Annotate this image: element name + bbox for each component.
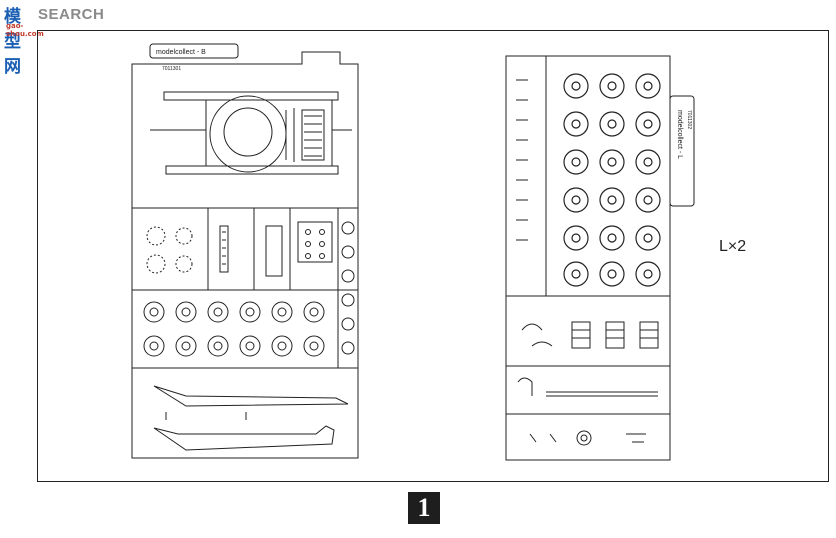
sprue-l-code: 7011302 xyxy=(686,110,692,129)
sprue-b-code: 7011301 xyxy=(162,66,181,72)
idler-wheels xyxy=(563,73,661,287)
logo-glyphs: 模型网 xyxy=(4,7,22,77)
step-number-badge: 1 xyxy=(408,492,440,524)
sprue-l-brand: modelcollect - L xyxy=(676,110,683,159)
instruction-frame xyxy=(37,30,829,482)
sprue-l: modelcollect - L 7011302 xyxy=(505,55,695,461)
sprue-b-brand: modelcollect - B xyxy=(156,49,206,56)
logo-url: gao-shou.com xyxy=(6,22,44,38)
quantity-label: L×2 xyxy=(719,238,747,255)
logo-word: SEARCH xyxy=(38,6,105,23)
sprue-b: modelcollect - B 7011301 xyxy=(131,43,359,459)
